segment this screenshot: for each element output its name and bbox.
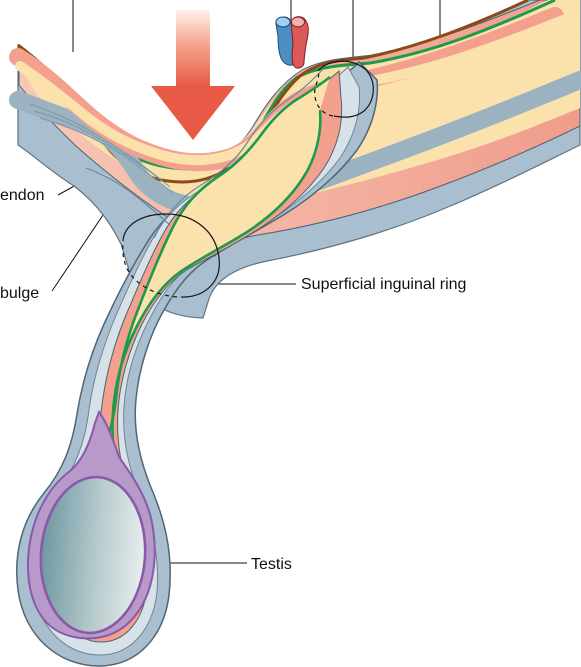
bulge-label: bulge — [0, 285, 39, 302]
superficial-ring-label: Superficial inguinal ring — [301, 276, 466, 293]
conjoint-tendon-label: endon — [0, 187, 45, 204]
downward-arrow — [151, 10, 235, 140]
arrow-head — [151, 86, 235, 140]
vessels — [276, 17, 308, 68]
artery-opening — [292, 17, 305, 27]
testis-label: Testis — [251, 556, 292, 573]
vein-opening — [276, 17, 290, 27]
arrow-shaft — [176, 10, 210, 86]
